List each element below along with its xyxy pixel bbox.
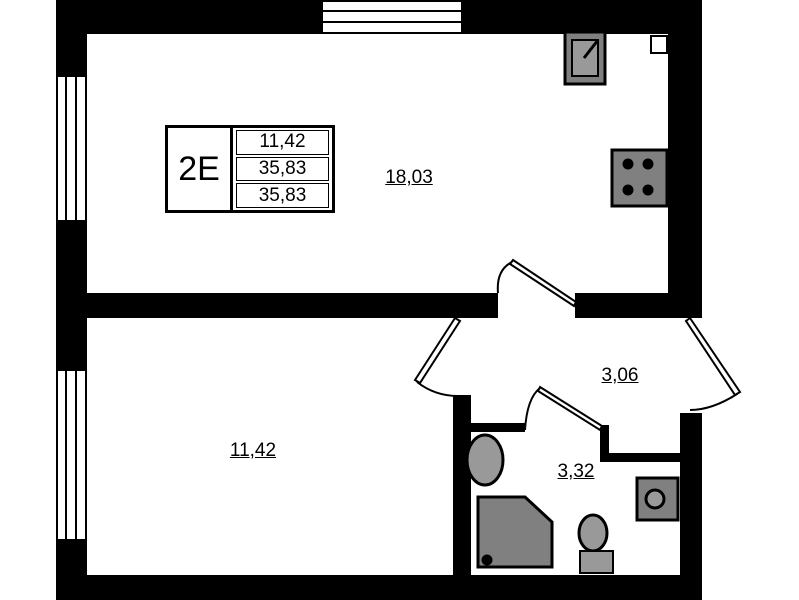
door-hall-left	[413, 316, 462, 385]
legend-value: 11,42	[236, 130, 329, 155]
fixtures	[465, 30, 680, 574]
toilet	[577, 513, 609, 553]
walls	[56, 0, 702, 600]
shower-tray	[476, 495, 554, 569]
apartment-code: 2E	[168, 128, 233, 210]
windows	[56, 0, 463, 541]
stove	[610, 148, 669, 208]
room-area-bathroom: 3,32	[557, 461, 595, 482]
window-left-bottom	[56, 369, 87, 541]
kitchen-shaft	[650, 35, 668, 54]
door-bathroom	[536, 385, 604, 432]
legend-value: 35,83	[236, 156, 329, 182]
room-area-hallway: 3,06	[601, 365, 639, 386]
room-area-kitchen-living: 18,03	[385, 167, 433, 188]
legend-value: 35,83	[236, 183, 329, 209]
legend-values: 11,42 35,83 35,83	[233, 128, 332, 210]
window-top	[321, 0, 463, 34]
window-left-top	[56, 75, 87, 222]
door-hall-right	[684, 316, 742, 397]
apartment-legend: 2E 11,42 35,83 35,83	[165, 125, 335, 213]
doors	[413, 258, 742, 432]
door-kitchen	[508, 258, 578, 308]
bathroom-sink	[465, 433, 505, 487]
room-area-bedroom: 11,42	[229, 440, 277, 461]
